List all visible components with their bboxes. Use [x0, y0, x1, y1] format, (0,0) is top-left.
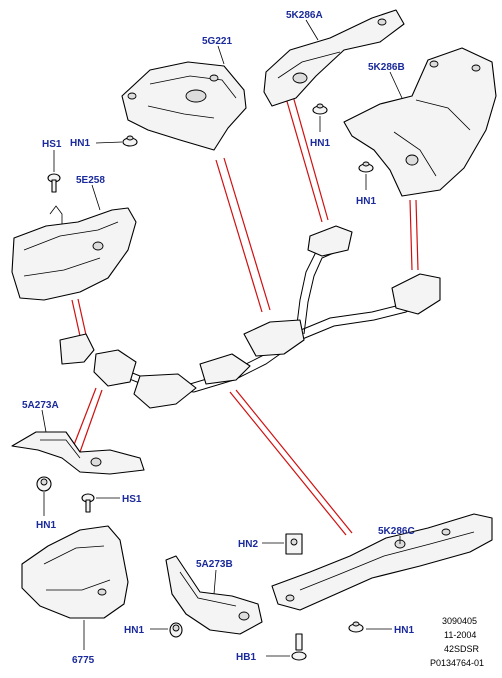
nut-hn1-5a273b — [169, 622, 183, 638]
callout-5e258: 5E258 — [76, 175, 105, 186]
callout-5g221: 5G221 — [202, 36, 232, 47]
clip-hn2 — [285, 533, 303, 555]
heat-shield-5e258 — [11, 205, 137, 301]
callout-hb1: HB1 — [236, 652, 256, 663]
callout-hn1-5k286b: HN1 — [356, 196, 376, 207]
callout-hn1-5a273a: HN1 — [36, 520, 56, 531]
nut-hn1-5k286c — [348, 621, 364, 633]
screw-hs1-top — [47, 173, 61, 193]
callout-5k286c: 5K286C — [378, 526, 415, 537]
callout-hn1-5a273b: HN1 — [124, 625, 144, 636]
leader-lines — [41, 19, 403, 657]
heat-shield-6775 — [21, 525, 129, 619]
callout-labels: HS1 HN1 5G221 5K286A HN1 5K286B HN1 5E25… — [22, 10, 415, 666]
red-association-lines — [71, 95, 419, 536]
reference-line-3: 42SDSR — [444, 644, 480, 654]
reference-block: 3090405 11-2004 42SDSR P0134764-01 — [430, 616, 484, 668]
heat-shield-5k286b — [343, 47, 497, 197]
callout-hs1-top: HS1 — [42, 139, 62, 150]
callout-5a273a: 5A273A — [22, 400, 59, 411]
reference-line-1: 3090405 — [442, 616, 477, 626]
callout-5a273b: 5A273B — [196, 559, 233, 570]
heat-shield-5k286a — [263, 9, 405, 107]
nut-hn1-5k286a — [312, 103, 328, 115]
fasteners — [36, 103, 374, 661]
bolt-hb1 — [291, 633, 307, 661]
nut-hn1-5k286b — [358, 161, 374, 173]
nut-hn1-5a273a — [36, 476, 52, 492]
heat-shield-5a273b — [165, 555, 263, 635]
heat-shield-5a273a — [11, 431, 145, 475]
screw-hs1-bottom — [81, 493, 95, 513]
callout-hn1-5k286c: HN1 — [394, 625, 414, 636]
nut-hn1-5g221 — [122, 135, 138, 147]
callout-hn2: HN2 — [238, 539, 258, 550]
reference-line-2: 11-2004 — [444, 630, 476, 640]
callout-5k286b: 5K286B — [368, 62, 405, 73]
heat-shield-5g221 — [121, 61, 247, 151]
callout-hn1-5g221: HN1 — [70, 138, 90, 149]
callout-5k286a: 5K286A — [286, 10, 323, 21]
callout-6775: 6775 — [72, 655, 95, 666]
exhaust-system — [59, 225, 441, 409]
callout-hs1-bottom: HS1 — [122, 494, 142, 505]
callout-hn1-5k286a: HN1 — [310, 138, 330, 149]
heat-shield-5k286c — [271, 513, 493, 611]
reference-line-4: P0134764-01 — [430, 658, 484, 668]
